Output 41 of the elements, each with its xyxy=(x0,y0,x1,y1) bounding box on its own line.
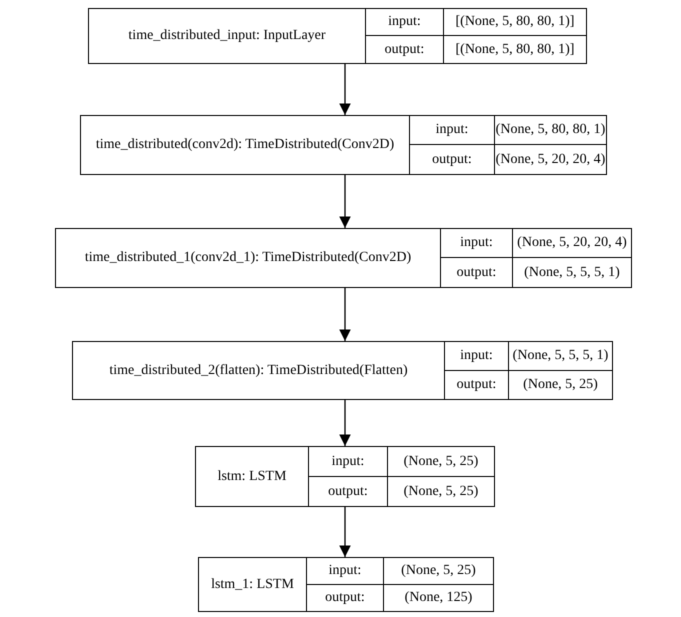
shape-value: (None, 5, 25) xyxy=(522,376,599,394)
layer-name: time_distributed_input: InputLayer xyxy=(89,9,366,63)
layer-name: time_distributed(conv2d): TimeDistributed(Conv2D) xyxy=(81,116,410,174)
shape-value: (None, 5, 20, 20, 4) xyxy=(513,229,631,258)
port-label: output: xyxy=(366,36,444,63)
port-label: output: xyxy=(307,584,384,611)
shape-value: (None, 125) xyxy=(404,589,474,607)
port-label: output: xyxy=(445,370,509,399)
port-label: output: xyxy=(309,476,388,506)
shape-value: (None, 5, 5, 5, 1) xyxy=(523,264,621,282)
layer-box xyxy=(55,228,632,288)
layer-box xyxy=(88,8,587,64)
layer-name: time_distributed_1(conv2d_1): TimeDistributed(Conv2D) xyxy=(56,229,441,287)
shape-value: (None, 5, 25) xyxy=(384,558,493,584)
port-label: input: xyxy=(307,558,384,584)
arrow xyxy=(339,64,351,115)
port-label: input: xyxy=(441,229,513,258)
shape-value: (None, 5, 20, 20, 4) xyxy=(495,150,606,169)
arrow xyxy=(339,507,351,557)
port-label: input: xyxy=(309,447,388,476)
port-label: output: xyxy=(441,258,513,287)
layer-name: time_distributed_2(flatten): TimeDistributed(Flatten) xyxy=(73,342,445,399)
port-label: input: xyxy=(445,342,509,370)
shape-value: (None, 5, 25) xyxy=(402,482,480,500)
layer-box xyxy=(195,446,495,507)
shape-value: (None, 5, 25) xyxy=(388,447,494,476)
arrow xyxy=(339,288,351,341)
layer-name: lstm: LSTM xyxy=(196,447,309,506)
shape-value: (None, 5, 5, 5, 1) xyxy=(509,342,612,370)
arrow xyxy=(339,400,351,446)
layer-box xyxy=(80,115,607,175)
layer-box xyxy=(198,557,494,612)
port-label: input: xyxy=(410,116,495,145)
shape-value: (None, 5, 80, 80, 1) xyxy=(495,116,606,145)
layer-box xyxy=(72,341,613,400)
port-label: input: xyxy=(366,9,444,36)
shape-value: [(None, 5, 80, 80, 1)] xyxy=(444,9,586,36)
port-label: output: xyxy=(410,145,495,174)
layer-name: lstm_1: LSTM xyxy=(199,558,307,611)
shape-value: [(None, 5, 80, 80, 1)] xyxy=(454,40,576,59)
arrow xyxy=(339,175,351,228)
